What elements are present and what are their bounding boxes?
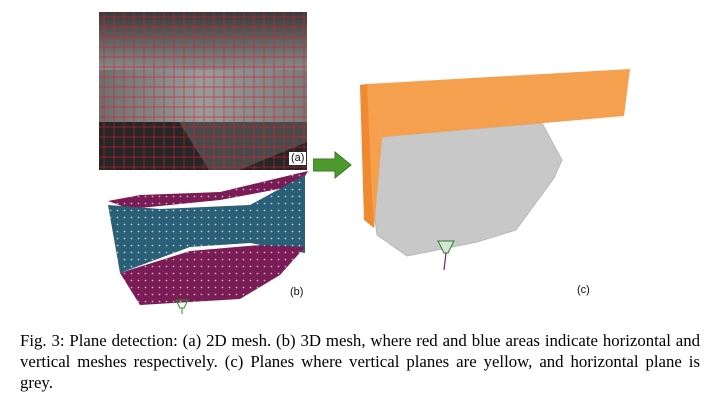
camera-frustum-icon	[175, 299, 189, 314]
horizontal-plane-grey	[371, 122, 563, 257]
camera-frustum-icon	[437, 240, 455, 271]
panel-a-2d-mesh-image	[99, 12, 307, 170]
figure-caption: Fig. 3: Plane detection: (a) 2D mesh. (b…	[20, 331, 700, 392]
right-arrow-icon	[313, 150, 352, 180]
vertical-plane-side	[367, 84, 382, 228]
figure: (a) (b)	[99, 12, 630, 314]
panel-label-b: (b)	[290, 286, 304, 298]
panel-b-3d-mesh	[108, 171, 308, 314]
panel-c-detected-planes	[360, 69, 630, 271]
vertical-plane-top	[367, 69, 630, 137]
panel-label-a: (a)	[289, 152, 307, 165]
room-photo-with-mesh	[99, 12, 307, 170]
panel-label-c: (c)	[577, 284, 590, 296]
